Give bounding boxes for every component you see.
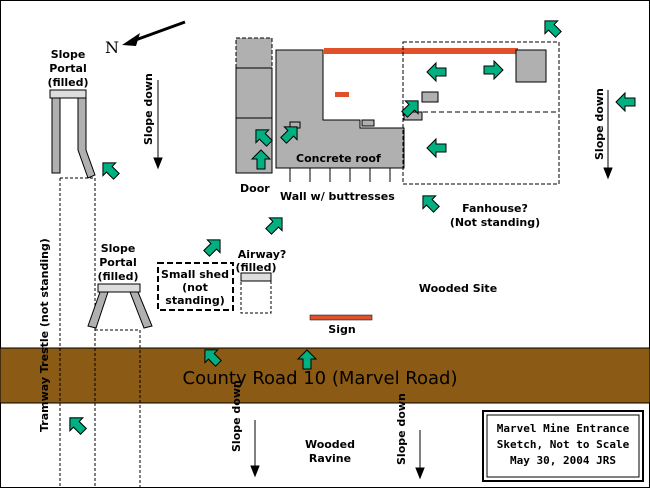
camera-arrow-icon — [296, 349, 318, 370]
svg-text:Portal: Portal — [49, 62, 87, 75]
camera-arrow-icon — [69, 417, 87, 435]
slope-down-bottom-right-label: Slope down — [395, 393, 408, 465]
slope-down-bottom-left-label: Slope down — [230, 380, 243, 452]
slope-portal-mid: Slope Portal (filled) — [87, 242, 153, 329]
svg-text:Fanhouse?: Fanhouse? — [462, 202, 528, 215]
svg-text:(filled): (filled) — [47, 76, 88, 89]
svg-text:Slope: Slope — [51, 48, 86, 61]
road-label: County Road 10 (Marvel Road) — [183, 368, 458, 389]
svg-text:Ravine: Ravine — [309, 452, 351, 465]
svg-text:(Not standing): (Not standing) — [450, 216, 540, 229]
svg-text:Small shed: Small shed — [161, 268, 229, 281]
wooded-site-label: Wooded Site — [419, 282, 497, 295]
svg-text:(filled): (filled) — [235, 261, 276, 274]
camera-arrow-icon — [255, 129, 273, 147]
slope-down-bottom-right-arrow — [415, 430, 425, 480]
svg-text:(filled): (filled) — [97, 270, 138, 283]
county-road — [0, 347, 650, 404]
small-shed: Small shed (not standing) — [157, 262, 234, 311]
camera-arrow-icon — [401, 100, 419, 118]
camera-arrow-icon — [203, 239, 221, 257]
camera-arrow-icon — [250, 149, 272, 170]
svg-text:Sketch, Not to Scale: Sketch, Not to Scale — [497, 438, 630, 451]
door-label: Door — [240, 182, 270, 195]
svg-text:standing): standing) — [165, 294, 224, 307]
wall-label: Wall w/ buttresses — [280, 190, 395, 203]
svg-text:May 30, 2004 JRS: May 30, 2004 JRS — [510, 454, 616, 467]
legend-box: Marvel Mine Entrance Sketch, Not to Scal… — [482, 410, 644, 482]
svg-text:Slope: Slope — [101, 242, 136, 255]
wooded-ravine-label: Wooded — [305, 438, 355, 451]
camera-arrow-icon — [615, 91, 636, 113]
svg-text:(not: (not — [182, 281, 208, 294]
camera-arrow-icon — [280, 126, 298, 144]
slope-down-right-arrow — [603, 90, 613, 180]
airway: Airway? (filled) — [235, 248, 287, 314]
camera-arrow-icon — [544, 20, 562, 38]
camera-arrow-icon — [265, 217, 283, 235]
north-arrow: N — [105, 20, 186, 57]
svg-text:Portal: Portal — [99, 256, 137, 269]
camera-arrow-icon — [483, 59, 504, 81]
tramway-label: Tramway Trestle (not standing) — [38, 238, 51, 432]
camera-arrow-icon — [422, 195, 440, 213]
concrete-roof-label: Concrete roof — [296, 152, 381, 165]
slope-down-left-label: Slope down — [142, 73, 155, 145]
slope-portal-top: Slope Portal (filled) — [47, 48, 96, 179]
north-label: N — [105, 38, 119, 57]
svg-text:Sign: Sign — [328, 323, 355, 336]
main-building: Concrete roof Door Wall w/ buttresses — [235, 37, 518, 203]
slope-down-left-arrow — [153, 80, 163, 170]
svg-text:Airway?: Airway? — [238, 248, 287, 261]
camera-arrow-icon — [426, 61, 447, 83]
slope-down-bottom-left-arrow — [250, 420, 260, 478]
tramway-trestle — [59, 177, 141, 488]
slope-down-right-label: Slope down — [593, 88, 606, 160]
camera-arrow-icon — [102, 162, 120, 180]
camera-arrow-icon — [426, 137, 447, 159]
svg-text:Marvel Mine Entrance: Marvel Mine Entrance — [497, 422, 630, 435]
camera-arrow-icon — [204, 349, 222, 367]
sign: Sign — [309, 314, 373, 336]
